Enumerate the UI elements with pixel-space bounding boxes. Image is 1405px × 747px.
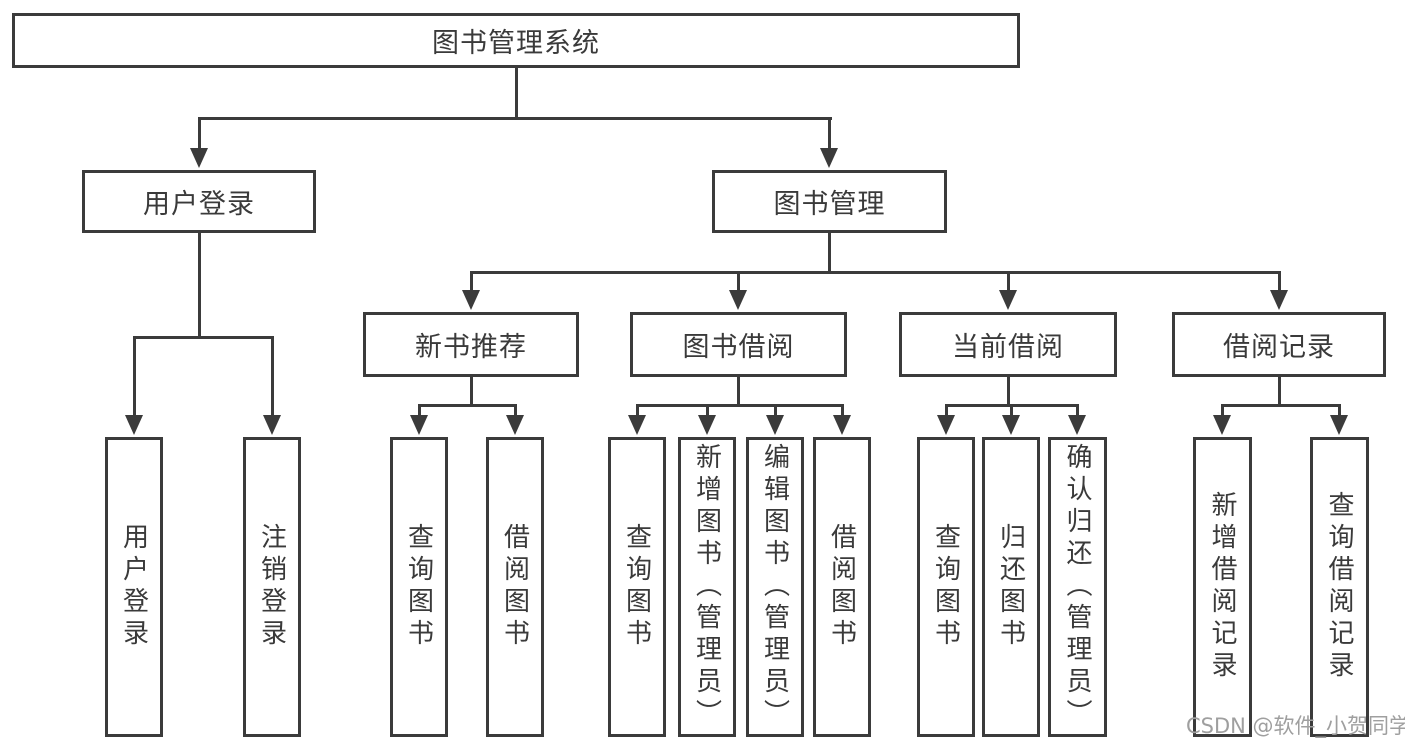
- arrow-down-icon: [1213, 415, 1231, 435]
- node-new-book-recommend: 新书推荐: [363, 312, 579, 377]
- connector-line: [271, 336, 274, 415]
- connector-line: [1338, 404, 1341, 415]
- arrow-down-icon: [937, 415, 955, 435]
- connector-line: [841, 404, 844, 415]
- arrow-down-icon: [125, 415, 143, 435]
- connector-line: [198, 117, 832, 120]
- node-book-management: 图书管理: [712, 170, 947, 233]
- arrow-down-icon: [1068, 415, 1086, 435]
- connector-line: [706, 404, 709, 415]
- leaf-query-books-borrow: 查询图书: [608, 437, 666, 737]
- connector-line: [1278, 377, 1281, 406]
- connector-line: [1076, 404, 1079, 415]
- leaf-return-book: 归还图书: [982, 437, 1040, 737]
- leaf-edit-book-admin: 编辑图书（管理员）: [746, 437, 804, 737]
- leaf-borrow-books: 借阅图书: [813, 437, 871, 737]
- arrow-down-icon: [833, 415, 851, 435]
- connector-line: [515, 68, 518, 117]
- leaf-query-borrow-record: 查询借阅记录: [1310, 437, 1369, 737]
- arrow-down-icon: [462, 290, 480, 310]
- connector-line: [1007, 271, 1010, 290]
- watermark: CSDN @软件_小贺同学: [1186, 714, 1405, 738]
- leaf-query-books-recommend: 查询图书: [390, 437, 448, 737]
- leaf-user-login: 用户登录: [105, 437, 163, 737]
- arrow-down-icon: [190, 148, 208, 168]
- connector-line: [418, 404, 517, 407]
- connector-line: [1278, 271, 1281, 290]
- leaf-add-book-admin: 新增图书（管理员）: [678, 437, 736, 737]
- connector-line: [1007, 377, 1010, 406]
- connector-line: [198, 233, 201, 338]
- leaf-borrow-books-recommend: 借阅图书: [486, 437, 544, 737]
- connector-line: [636, 404, 639, 415]
- connector-line: [470, 377, 473, 406]
- arrow-down-icon: [999, 290, 1017, 310]
- connector-line: [133, 336, 274, 339]
- connector-line: [1221, 404, 1224, 415]
- leaf-confirm-return-admin: 确认归还（管理员）: [1048, 437, 1107, 737]
- connector-line: [945, 404, 948, 415]
- arrow-down-icon: [1270, 290, 1288, 310]
- arrow-down-icon: [698, 415, 716, 435]
- arrow-down-icon: [263, 415, 281, 435]
- connector-line: [470, 271, 1281, 274]
- connector-line: [470, 271, 473, 290]
- node-library-system: 图书管理系统: [12, 13, 1020, 68]
- arrow-down-icon: [628, 415, 646, 435]
- connector-line: [514, 404, 517, 415]
- connector-line: [1010, 404, 1013, 415]
- leaf-query-books-current: 查询图书: [917, 437, 975, 737]
- node-borrow-records: 借阅记录: [1172, 312, 1386, 377]
- connector-line: [418, 404, 421, 415]
- node-user-login: 用户登录: [82, 170, 316, 233]
- leaf-add-borrow-record: 新增借阅记录: [1193, 437, 1252, 737]
- node-current-borrow: 当前借阅: [899, 312, 1117, 377]
- arrow-down-icon: [506, 415, 524, 435]
- arrow-down-icon: [820, 148, 838, 168]
- arrow-down-icon: [766, 415, 784, 435]
- connector-line: [828, 117, 831, 148]
- connector-line: [198, 117, 201, 148]
- connector-line: [774, 404, 777, 415]
- connector-line: [737, 271, 740, 290]
- connector-line: [133, 336, 136, 415]
- connector-line: [737, 377, 740, 406]
- node-book-borrow: 图书借阅: [630, 312, 847, 377]
- arrow-down-icon: [410, 415, 428, 435]
- connector-line: [1221, 404, 1341, 407]
- arrow-down-icon: [729, 290, 747, 310]
- leaf-logout: 注销登录: [243, 437, 301, 737]
- arrow-down-icon: [1330, 415, 1348, 435]
- connector-line: [828, 233, 831, 272]
- connector-line: [636, 404, 844, 407]
- arrow-down-icon: [1002, 415, 1020, 435]
